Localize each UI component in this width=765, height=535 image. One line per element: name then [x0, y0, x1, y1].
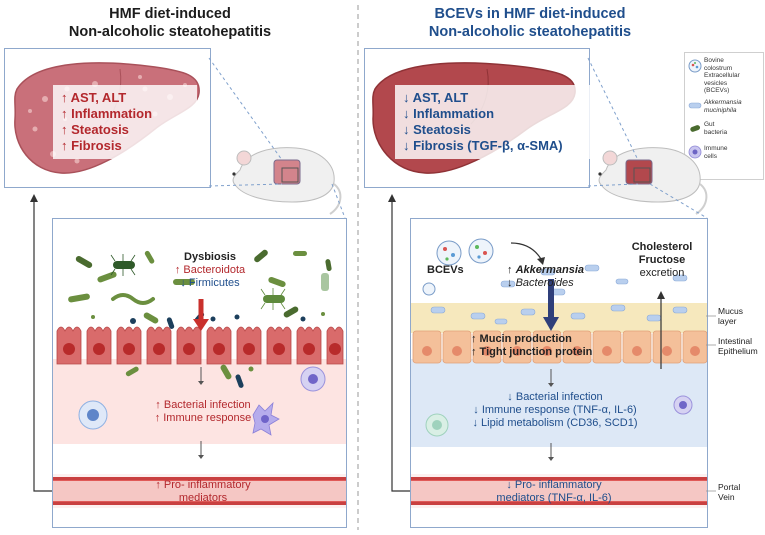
legend-line: Gut: [704, 121, 715, 128]
left-infection-block: ↑ Bacterial infection ↑ Immune response: [113, 399, 293, 425]
right-portal-item: ↓ Pro- inflammatory: [506, 479, 602, 491]
right-liver-findings: ↓ AST, ALT ↓ Inflammation ↓ Steatosis ↓ …: [395, 85, 597, 159]
legend-line: cells: [704, 152, 718, 160]
legend-line: muciniphila: [704, 106, 737, 114]
portal-vein-label: Portal Vein: [718, 482, 764, 502]
left-infection-item: ↑ Bacterial infection: [155, 399, 251, 411]
dysbiosis-up: ↑ Bacteroidota: [174, 264, 246, 276]
legend-bcev: Bovine colostrum Extracellular vesicles …: [704, 57, 762, 95]
legend-line: colostrum: [704, 64, 733, 72]
legend-akkermansia: Akkermansia muciniphila: [704, 99, 762, 114]
right-title: BCEVs in HMF diet-induced Non-alcoholic …: [380, 5, 680, 41]
right-liver-box: ↓ AST, ALT ↓ Inflammation ↓ Steatosis ↓ …: [364, 48, 597, 188]
chol-line: Cholesterol: [631, 241, 693, 253]
legend-immune-cells: Immune cells: [704, 145, 762, 160]
legend-line: Akkermansia: [704, 99, 742, 106]
left-title-line1: HMF diet-induced: [109, 6, 231, 22]
right-liver-item: ↓ Steatosis: [403, 122, 471, 137]
bact-prefix: ↓: [507, 277, 516, 289]
akkermansia-icon: [688, 102, 702, 109]
mucin-block: ↑ Mucin production ↑ Tight junction prot…: [471, 333, 621, 359]
legend-line: Bovine: [704, 57, 724, 64]
right-liver-item: ↓ Fibrosis (TGF-β, α-SMA): [403, 138, 563, 153]
legend-line: (BCEVs): [704, 87, 730, 94]
side-line: Vein: [718, 492, 735, 502]
bcev-icon: [688, 59, 702, 73]
left-liver-item: ↑ AST, ALT: [61, 90, 127, 105]
akk-prefix: ↑: [507, 264, 516, 276]
left-portal-item: mediators: [178, 492, 228, 504]
side-line: Mucus: [718, 306, 744, 316]
right-infection-item: ↓ Bacterial infection: [507, 391, 603, 403]
right-mouse-icon: [598, 147, 708, 215]
right-portal-item: mediators (TNF-α, IL-6): [496, 492, 612, 504]
right-title-line1: BCEVs in HMF diet-induced: [434, 6, 626, 22]
right-title-line2: Non-alcoholic steatohepatitis: [428, 24, 632, 40]
left-mouse-icon: [232, 147, 342, 215]
side-line: layer: [718, 316, 737, 326]
microbiota-block: ↑ Akkermansia ↓ Bacteroides: [507, 264, 617, 290]
left-liver-item: ↑ Fibrosis: [61, 138, 122, 153]
side-line: Intestinal: [718, 336, 753, 346]
side-line: Portal: [718, 482, 741, 492]
right-infection-item: ↓ Immune response (TNF-α, IL-6): [473, 404, 637, 416]
left-portal-block: ↑ Pro- inflammatory mediators: [113, 479, 293, 505]
left-liver-findings: ↑ AST, ALT ↑ Inflammation ↑ Steatosis ↑ …: [53, 85, 197, 159]
right-liver-item: ↓ Inflammation: [403, 106, 495, 121]
mucin-item: ↑ Mucin production: [471, 333, 572, 345]
left-infection-item: ↑ Immune response: [154, 412, 252, 424]
dysbiosis-down: ↓ Firmicutes: [180, 277, 240, 289]
legend-line: vesicles: [704, 79, 728, 87]
epithelium-label: Intestinal Epithelium: [718, 336, 764, 356]
right-liver-item: ↓ AST, ALT: [403, 90, 469, 105]
dysbiosis-title: Dysbiosis: [184, 251, 236, 263]
akk-name: Akkermansia: [515, 264, 585, 276]
legend: Bovine colostrum Extracellular vesicles …: [684, 52, 764, 180]
right-infection-item: ↓ Lipid metabolism (CD36, SCD1): [472, 417, 638, 429]
right-gut-illustration: [411, 238, 707, 508]
cholesterol-block: Cholesterol Fructose excretion: [619, 241, 705, 280]
bact-name: Bacteroides: [515, 277, 574, 289]
immune-cell-icon: [688, 145, 702, 159]
bcevs-text: BCEVs: [427, 264, 464, 276]
right-portal-block: ↓ Pro- inflammatory mediators (TNF-α, IL…: [459, 479, 649, 505]
left-liver-item: ↑ Inflammation: [61, 106, 153, 121]
left-liver-item: ↑ Steatosis: [61, 122, 129, 137]
mucus-layer-label: Mucus layer: [718, 306, 764, 326]
dysbiosis-block: Dysbiosis ↑ Bacteroidota ↓ Firmicutes: [155, 251, 265, 290]
left-title-line2: Non-alcoholic steatohepatitis: [68, 24, 272, 40]
gut-bacteria-icon: [690, 125, 701, 132]
legend-gut-bacteria: Gut bacteria: [704, 121, 762, 136]
right-gut-panel: BCEVs ↑ Akkermansia ↓ Bacteroides Choles…: [410, 218, 708, 528]
mucin-item: ↑ Tight junction protein: [471, 346, 593, 358]
left-gut-illustration: [53, 249, 346, 508]
legend-line: bacteria: [704, 128, 728, 136]
chol-line: Fructose: [638, 254, 686, 266]
legend-line: Immune: [704, 145, 728, 152]
left-gut-panel: Dysbiosis ↑ Bacteroidota ↓ Firmicutes ↑ …: [52, 218, 347, 528]
left-title: HMF diet-induced Non-alcoholic steatohep…: [20, 5, 320, 41]
right-infection-block: ↓ Bacterial infection ↓ Immune response …: [455, 391, 655, 430]
bcevs-label: BCEVs: [427, 264, 477, 277]
left-liver-box: ↑ AST, ALT ↑ Inflammation ↑ Steatosis ↑ …: [4, 48, 211, 188]
legend-line: Extracellular: [704, 72, 740, 79]
chol-excretion: excretion: [639, 267, 685, 279]
side-line: Epithelium: [718, 346, 758, 356]
left-portal-item: ↑ Pro- inflammatory: [155, 479, 251, 491]
